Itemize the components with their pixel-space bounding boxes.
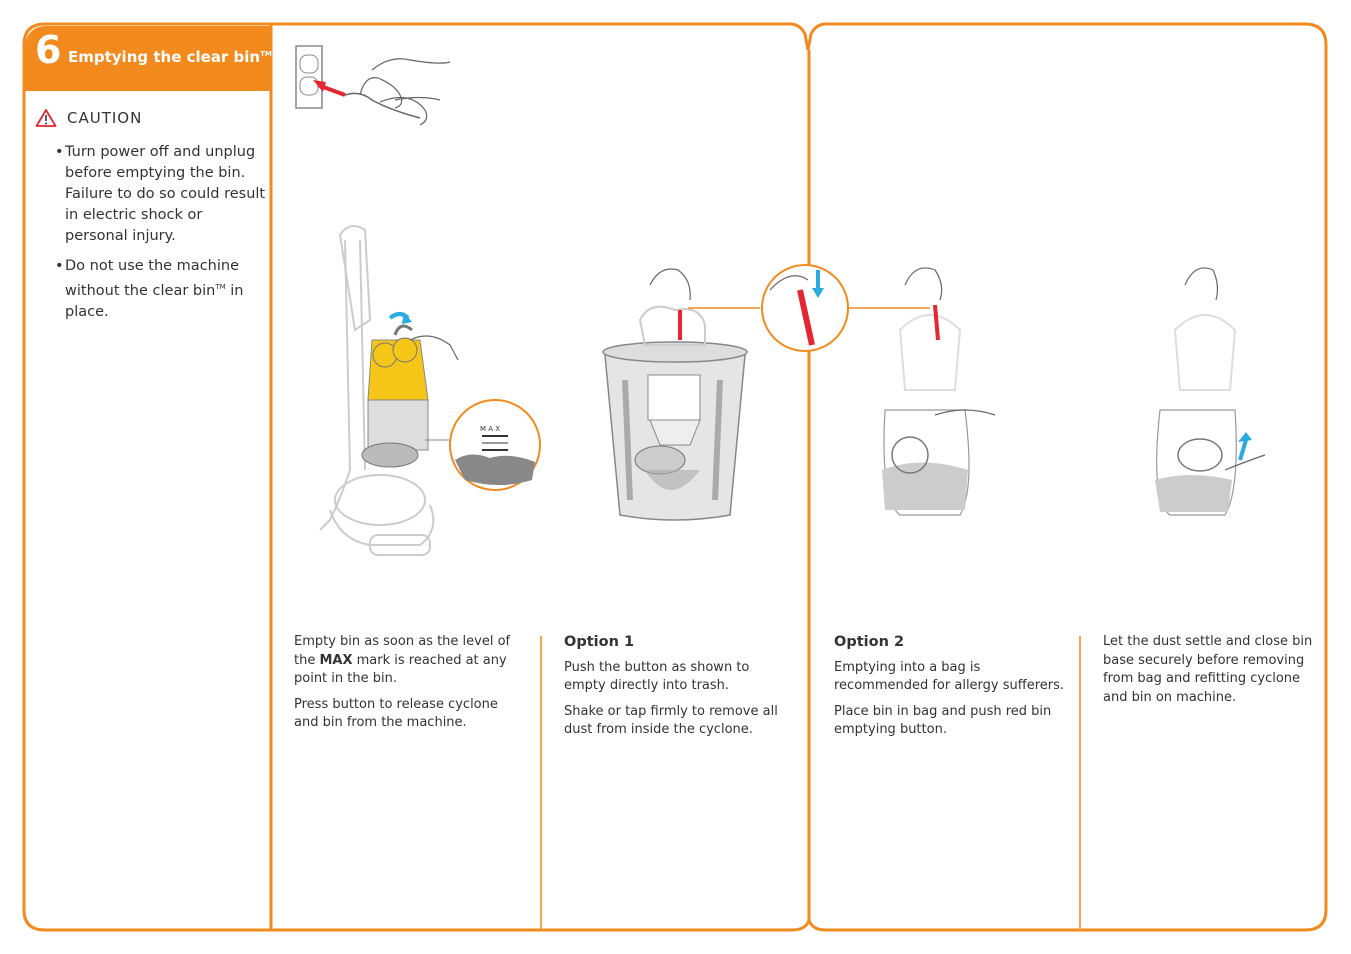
caution-item: Do not use the machine without the clear…: [55, 256, 267, 323]
max-label: M A X: [480, 425, 500, 433]
trash-bin-illustration: [602, 268, 760, 521]
step-caption-final: Let the dust settle and close bin base s…: [1103, 633, 1315, 714]
caption-line: Shake or tap firmly to remove all dust f…: [564, 703, 778, 738]
step-caption-empty: Empty bin as soon as the level of the MA…: [294, 633, 519, 740]
caution-list: Turn power off and unplug before emptyin…: [35, 142, 267, 323]
close-base-illustration: [1155, 267, 1266, 516]
caution-label: CAUTION: [67, 109, 143, 127]
max-level-zoom: M A X: [449, 399, 541, 491]
caution-block: CAUTION Turn power off and unplug before…: [35, 108, 267, 332]
vacuum-illustration: [319, 225, 459, 556]
bag-illustration: [882, 267, 996, 516]
caution-heading: CAUTION: [35, 108, 267, 128]
section-number: 6: [35, 28, 62, 72]
caption-line: Push the button as shown to empty direct…: [564, 659, 750, 694]
caution-item: Turn power off and unplug before emptyin…: [55, 142, 267, 247]
option1-heading: Option 1: [564, 634, 635, 650]
step-caption-option1: Option 1 Push the button as shown to emp…: [564, 633, 789, 747]
button-zoom: [761, 264, 930, 352]
caption-line: Place bin in bag and push red bin emptyi…: [834, 703, 1052, 738]
caption-line: Let the dust settle and close bin base s…: [1103, 634, 1313, 705]
warning-icon: [35, 109, 57, 127]
step-caption-option2: Option 2 Emptying into a bag is recommen…: [834, 633, 1069, 747]
section-header: 6 Emptying the clear binTM: [25, 26, 272, 91]
caption-line: Emptying into a bag is recommended for a…: [834, 659, 1065, 694]
caption-line: Press button to release cyclone and bin …: [294, 696, 498, 731]
caption-line: Empty bin as soon as the level of the MA…: [294, 634, 511, 686]
option2-heading: Option 2: [834, 634, 905, 650]
section-title: Emptying the clear binTM: [68, 48, 272, 66]
unplug-illustration: [295, 45, 451, 126]
